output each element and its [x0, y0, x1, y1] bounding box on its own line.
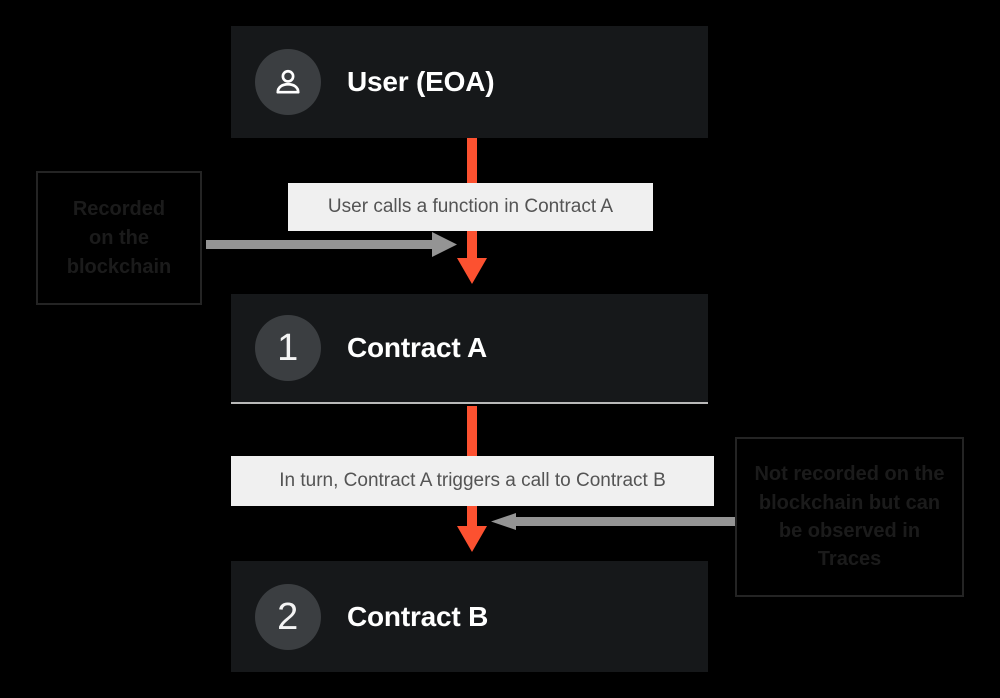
node-contract-b[interactable]: 2 Contract B: [231, 561, 708, 672]
annotation-line: blockchain but can: [758, 491, 941, 514]
edge-label-user-to-contract-a: User calls a function in Contract A: [288, 183, 653, 231]
annotation-arrow-right: [491, 513, 735, 530]
annotation-line: be observed in: [778, 520, 921, 542]
annotation-line: blockchain: [66, 255, 172, 278]
person-icon: [255, 49, 321, 115]
annotation-line: Traces: [817, 548, 882, 571]
node-contract-b-label: Contract B: [347, 600, 489, 632]
node-contract-a[interactable]: 1 Contract A: [231, 294, 708, 404]
node-user[interactable]: User (EOA): [231, 26, 708, 138]
step-number-2: 2: [277, 595, 299, 638]
annotation-note-recorded: Recorded on the blockchain: [36, 171, 202, 305]
annotation-note-not-recorded: Not recorded on the blockchain but can b…: [735, 437, 964, 597]
annotation-line: Not recorded on the: [754, 463, 945, 486]
node-contract-a-label: Contract A: [347, 332, 488, 363]
step-number-1: 1: [277, 327, 299, 369]
step-number-badge: 1: [255, 315, 321, 381]
node-user-label: User (EOA): [347, 66, 495, 97]
edge-label-contract-a-to-contract-b: In turn, Contract A triggers a call to C…: [231, 456, 714, 506]
annotation-line: Recorded: [72, 197, 166, 220]
annotation-line: on the: [88, 226, 149, 249]
step-number-badge: 2: [255, 583, 321, 650]
annotation-arrow-left: [206, 232, 457, 257]
